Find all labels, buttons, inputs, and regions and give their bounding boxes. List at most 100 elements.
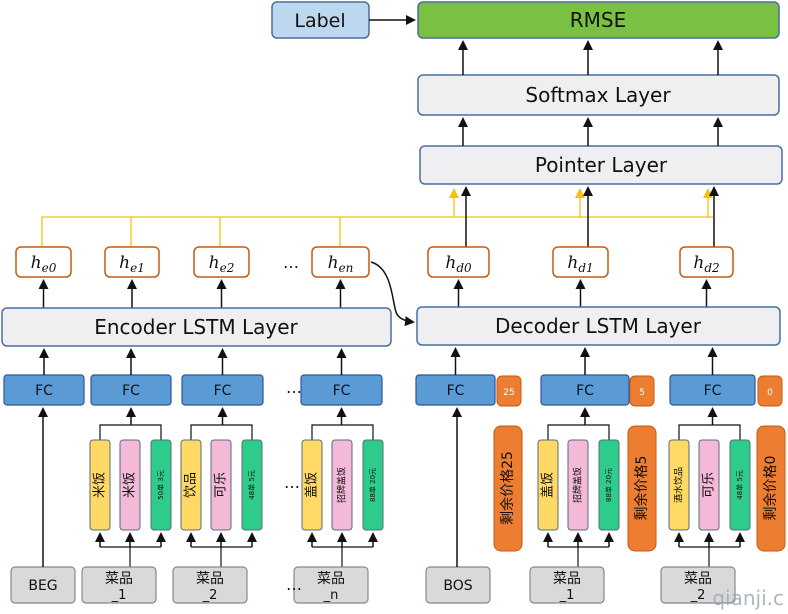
decoder-fc-2: FC <box>669 374 756 406</box>
encoder-input-ellipsis: … <box>286 575 302 594</box>
encoder-dish-label-box: 菜品_1 <box>81 566 157 604</box>
encoder-fc-0: FC <box>3 374 85 406</box>
rmse-text: RMSE <box>570 8 626 32</box>
input-label-line1: 菜品 <box>553 571 581 587</box>
fc-label: FC <box>214 383 232 399</box>
feature-3: 50单 3元 <box>156 470 165 500</box>
beg-box: BEG <box>10 566 76 604</box>
pointer-text: Pointer Layer <box>535 153 668 177</box>
upper-arrows <box>458 40 723 146</box>
feature-1: 米饭 <box>93 472 108 498</box>
encoder-hidden-ellipsis: … <box>283 253 299 272</box>
encoder-dish-label-box: 菜品_2 <box>172 566 248 604</box>
budget-2: 0 剩余价格0 <box>756 375 786 552</box>
hidden-state-label: hd1 <box>567 253 593 275</box>
decoder-dish-1: 盖饭 招牌盖饭 88单 20元 <box>537 407 620 567</box>
budget-value: 5 <box>639 388 645 398</box>
budget-0: 25 剩余价格25 <box>493 375 523 552</box>
hidden-state-encoder-0: he0 <box>15 246 72 278</box>
fc-label: FC <box>35 383 53 399</box>
encoder-feature-ellipsis: … <box>284 473 300 492</box>
encoder-lstm-text: Encoder LSTM Layer <box>94 315 298 339</box>
budget-value: 0 <box>767 388 773 398</box>
input-label: BOS <box>443 578 472 594</box>
decoder-dish-label-box: 菜品_2 <box>660 566 736 604</box>
decoder-fc-1: FC <box>540 374 630 406</box>
feature-3: 88单 20元 <box>368 468 377 502</box>
hidden-state-encoder-1: he1 <box>104 246 160 278</box>
input-label-line2: _1 <box>559 588 575 603</box>
decoder-to-pointer-arrows <box>461 186 719 247</box>
bos-box: BOS <box>425 566 491 604</box>
encoder-dish-label-box: 菜品_n <box>293 566 369 604</box>
hidden-state-label: hd2 <box>693 253 719 275</box>
feature-2: 米饭 <box>123 472 138 498</box>
hidden-state-label: he1 <box>119 253 145 275</box>
fc-label: FC <box>122 383 140 399</box>
hidden-state-encoder-3: hen <box>311 246 370 278</box>
feature-1: 饮品 <box>184 472 199 498</box>
input-label-line2: _2 <box>202 588 218 603</box>
attention-lines <box>41 188 713 248</box>
hidden-states: he0 he1 he2 hen hd0 hd1 hd2 … <box>15 246 734 308</box>
fc-label: FC <box>704 383 722 399</box>
encoder-fc-2: FC <box>181 374 264 406</box>
encoder-lstm-box: Encoder LSTM Layer <box>1 307 392 347</box>
input-label-line1: 菜品 <box>105 571 133 587</box>
input-label-line1: 菜品 <box>196 571 224 587</box>
feature-3: 48单 5元 <box>735 470 744 500</box>
input-label-line2: _1 <box>111 588 127 603</box>
budget-label: 剩余价格25 <box>499 451 516 525</box>
encoder-fc-1: FC <box>90 374 172 406</box>
encoder-fc-ellipsis: … <box>286 378 302 397</box>
hidden-state-decoder-2: hd2 <box>679 246 734 278</box>
encoder-to-decoder-arrow <box>370 261 415 327</box>
input-label-line2: _n <box>323 588 339 603</box>
budget-value: 25 <box>503 388 514 398</box>
fc-label: FC <box>447 383 465 399</box>
fc-label: FC <box>333 383 351 399</box>
encoder-dish-1: 米饭米饭 50单 3元 <box>89 407 172 567</box>
hidden-state-encoder-2: he2 <box>193 246 250 278</box>
feature-2: 招牌盖饭 <box>336 467 348 503</box>
hidden-state-label: he2 <box>209 253 235 275</box>
label-box: Label <box>271 1 370 39</box>
watermark-text: qianji.c <box>712 586 784 610</box>
softmax-layer-box: Softmax Layer <box>417 74 780 116</box>
encoder-dish-3: 盖饭 招牌盖饭 88单 20元 <box>301 407 384 567</box>
decoder-fc-0: FC <box>415 374 496 406</box>
feature-1: 盖饭 <box>305 472 320 498</box>
feature-3: 48单 5元 <box>247 470 256 500</box>
hidden-state-label: hd0 <box>445 253 472 275</box>
hidden-state-label: he0 <box>31 253 57 275</box>
budget-label: 剩余价格0 <box>762 456 779 521</box>
fc-label: FC <box>576 383 594 399</box>
rmse-box: RMSE <box>417 1 780 39</box>
feature-1: 盖饭 <box>541 472 556 498</box>
softmax-text: Softmax Layer <box>525 83 671 107</box>
hidden-state-decoder-0: hd0 <box>427 246 490 278</box>
encoder-dish-2: 饮品可乐 48单 5元 <box>180 407 263 567</box>
decoder-lstm-box: Decoder LSTM Layer <box>416 306 781 346</box>
budget-label: 剩余价格5 <box>633 456 650 521</box>
input-label-line2: _2 <box>690 588 706 603</box>
encoder-fc-3: FC <box>300 374 383 406</box>
feature-2: 招牌盖饭 <box>572 467 584 503</box>
decoder-dish-label-box: 菜品_1 <box>529 566 605 604</box>
feature-3: 88单 20元 <box>604 468 613 502</box>
hidden-state-decoder-1: hd1 <box>552 246 609 278</box>
input-label-line1: 菜品 <box>684 571 712 587</box>
input-label-line1: 菜品 <box>317 571 345 587</box>
feature-1: 酒水饮品 <box>673 467 685 503</box>
feature-2: 可乐 <box>214 472 229 498</box>
pointer-layer-box: Pointer Layer <box>419 145 783 185</box>
decoder-lstm-text: Decoder LSTM Layer <box>495 314 702 338</box>
budget-1: 5 剩余价格5 <box>627 375 657 552</box>
hidden-state-label: hen <box>328 253 354 275</box>
label-text: Label <box>294 10 345 32</box>
input-label: BEG <box>28 578 57 594</box>
feature-2: 可乐 <box>702 472 717 498</box>
